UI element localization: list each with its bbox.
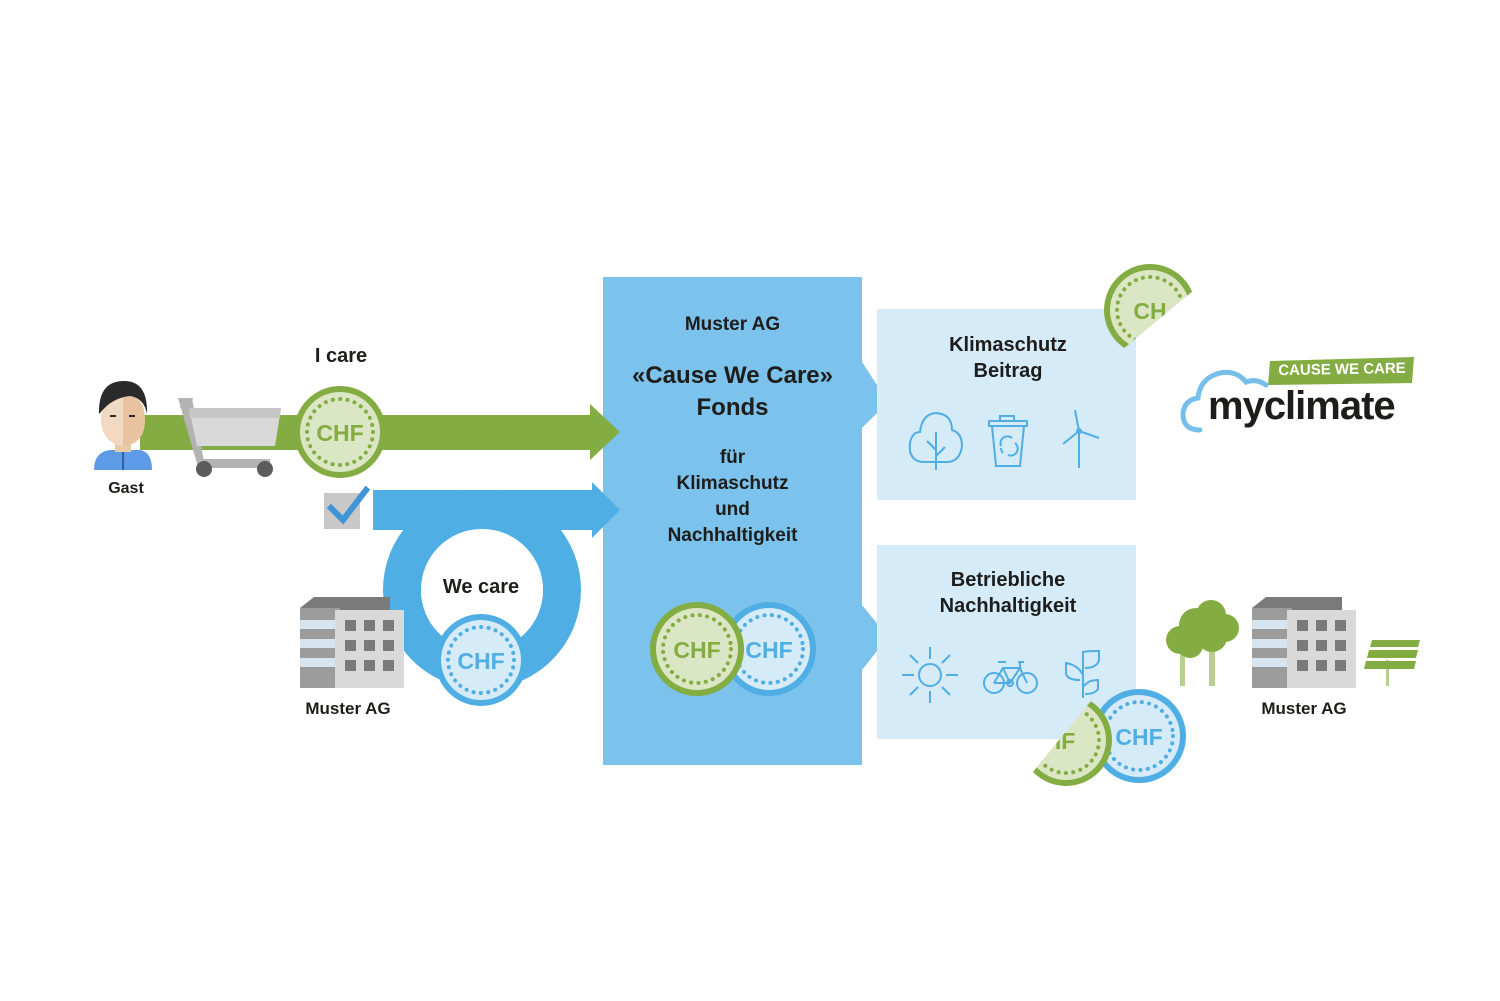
klimaschutz-panel — [877, 309, 1136, 500]
building-icon — [300, 597, 404, 688]
fund-company: Muster AG — [684, 314, 781, 335]
building-icon-right — [1252, 597, 1356, 688]
logo-brand: myclimate — [1208, 384, 1396, 428]
klimaschutz-coin-label: CH — [1133, 298, 1166, 324]
trees-icon — [1166, 600, 1239, 686]
i-care-coin: CHF — [294, 386, 386, 478]
nachhaltigkeit-coin-green-label: HF — [1045, 728, 1076, 754]
i-care-label: I care — [314, 345, 368, 367]
nachhaltigkeit-title-line1: Betriebliche — [950, 569, 1066, 591]
fund-title-line2: Fonds — [696, 394, 769, 421]
myclimate-logo[interactable] — [1180, 357, 1414, 433]
fund-coin-green: CHF — [650, 602, 744, 696]
we-care-coin-label: CHF — [457, 648, 504, 674]
logo-tagline: CAUSE WE CARE — [1278, 359, 1406, 380]
solar-panel-icon — [1364, 640, 1420, 686]
recycle-bin-icon — [988, 415, 1028, 467]
fund-coin-green-label: CHF — [673, 637, 720, 663]
fund-sub-line4: Nachhaltigkeit — [667, 525, 798, 546]
we-care-coin: CHF — [435, 614, 527, 706]
person-icon — [94, 381, 152, 470]
i-care-coin-label: CHF — [316, 420, 363, 446]
fund-box — [603, 277, 862, 765]
fund-arrow-bottom — [862, 605, 888, 670]
nachhaltigkeit-title-line2: Nachhaltigkeit — [939, 595, 1077, 617]
fund-sub-line3: und — [715, 499, 750, 520]
bicycle-icon — [983, 661, 1038, 694]
cloud-icon — [1180, 369, 1269, 433]
nachhaltigkeit-coin-blue-label: CHF — [1115, 724, 1162, 750]
checkbox-checked-icon[interactable] — [324, 485, 371, 529]
klimaschutz-title-line2: Beitrag — [973, 360, 1043, 382]
fund-arrow-top — [862, 362, 888, 428]
fund-sub-line2: Klimaschutz — [676, 473, 789, 494]
klimaschutz-title-line1: Klimaschutz — [949, 334, 1067, 356]
plant-icon — [1065, 649, 1100, 698]
fund-coin-blue-label: CHF — [745, 637, 792, 663]
nachhaltigkeit-half-coin: HF — [1020, 694, 1112, 786]
shopping-cart-icon — [178, 398, 281, 477]
we-care-loop-arrow — [373, 482, 620, 689]
nachhaltigkeit-coin-blue: CHF — [1092, 689, 1186, 783]
guest-label: Gast — [108, 480, 144, 497]
wind-turbine-icon — [1062, 409, 1100, 468]
tagline-banner — [1268, 357, 1414, 385]
fund-sub-line1: für — [719, 447, 746, 468]
sun-icon — [902, 647, 958, 703]
company-left-label: Muster AG — [305, 699, 391, 718]
we-care-label: We care — [442, 576, 520, 598]
tree-icon — [908, 411, 964, 470]
fund-title-line1: «Cause We Care» — [632, 362, 833, 389]
company-right-label: Muster AG — [1261, 699, 1347, 718]
